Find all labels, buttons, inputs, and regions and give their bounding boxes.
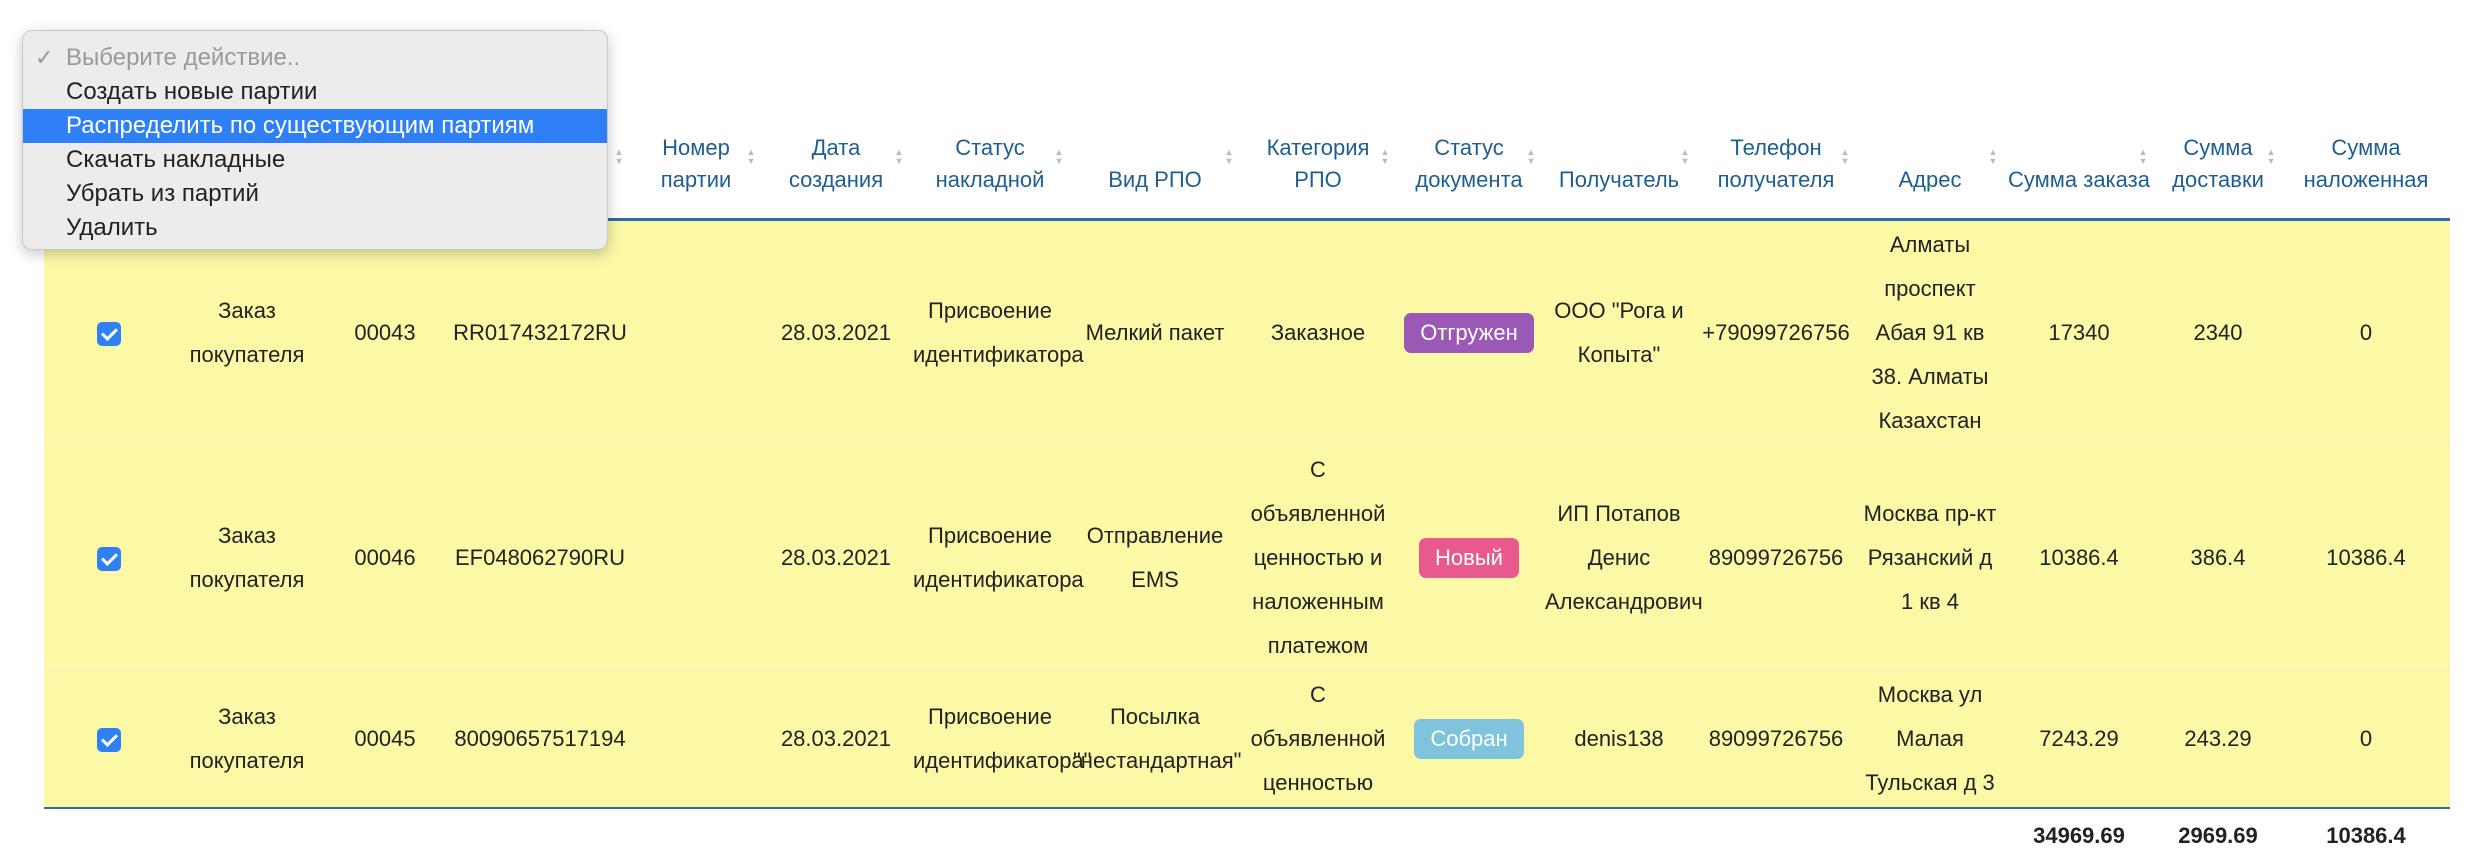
col-header-doc-status[interactable]: Статус документа▲▼ bbox=[1396, 0, 1542, 221]
option-create-batches[interactable]: Создать новые партии bbox=[66, 78, 318, 105]
col-header-delivery-sum[interactable]: Сумма доставки▲▼ bbox=[2154, 0, 2282, 221]
col-header-waybill-status[interactable]: Статус накладной▲▼ bbox=[910, 0, 1070, 221]
status-badge: Отгружен bbox=[1404, 313, 1534, 353]
order-sum-cell: 7243.29 bbox=[2004, 670, 2154, 809]
number-cell: 00043 bbox=[320, 219, 450, 446]
col-header-batch[interactable]: Номер партии▲▼ bbox=[630, 0, 762, 221]
doc-type-cell: Заказ покупателя bbox=[174, 670, 320, 809]
status-badge: Новый bbox=[1419, 538, 1519, 578]
batch-cell bbox=[630, 670, 762, 809]
track-cell: 80090657517194 bbox=[450, 670, 630, 809]
col-header-rpo-category[interactable]: Категория РПО▲▼ bbox=[1240, 0, 1396, 221]
sort-icon[interactable]: ▲▼ bbox=[2138, 147, 2148, 166]
option-distribute-batches[interactable]: Распределить по существующим партиям bbox=[23, 109, 607, 143]
col-header-address[interactable]: Адрес▲▼ bbox=[1856, 0, 2004, 221]
doc-type-cell: Заказ покупателя bbox=[174, 445, 320, 671]
row-select-cell[interactable] bbox=[44, 219, 174, 446]
dropdown-placeholder-option[interactable]: ✓ Выберите действие.. bbox=[23, 41, 607, 75]
doc-status-cell: Собран bbox=[1396, 670, 1542, 809]
sort-icon[interactable]: ▲▼ bbox=[1680, 147, 1690, 166]
row-checkbox[interactable] bbox=[97, 547, 121, 572]
track-cell: EF048062790RU bbox=[450, 445, 630, 671]
address-cell: Алматы проспект Абая 91 кв 38. Алматы Ка… bbox=[1856, 219, 2004, 446]
waybill-status-cell: Присвоение идентификатора bbox=[910, 219, 1084, 446]
recipient-cell: denis138 bbox=[1542, 670, 1696, 809]
track-cell: RR017432172RU bbox=[450, 219, 630, 446]
date-cell: 28.03.2021 bbox=[762, 219, 910, 446]
totals-row: 34969.69 2969.69 10386.4 bbox=[44, 808, 2450, 863]
option-remove-from-batches[interactable]: Убрать из партий bbox=[66, 180, 259, 207]
waybill-status-cell: Присвоение идентификатора" bbox=[910, 670, 1091, 809]
delivery-sum-cell: 386.4 bbox=[2154, 445, 2282, 671]
status-badge: Собран bbox=[1414, 719, 1524, 759]
number-cell: 00045 bbox=[320, 670, 450, 809]
col-header-date[interactable]: Дата создания▲▼ bbox=[762, 0, 910, 221]
phone-cell: +79099726756 bbox=[1696, 219, 1856, 446]
date-cell: 28.03.2021 bbox=[762, 670, 910, 809]
recipient-cell: ИП Потапов Денис Александрович bbox=[1542, 445, 1703, 671]
action-dropdown-menu[interactable]: ✓ Выберите действие.. Создать новые парт… bbox=[22, 30, 608, 250]
delivery-sum-cell: 243.29 bbox=[2154, 670, 2282, 809]
row-select-cell[interactable] bbox=[44, 445, 174, 671]
sort-icon[interactable]: ▲▼ bbox=[1526, 147, 1536, 166]
row-checkbox[interactable] bbox=[97, 322, 121, 347]
cod-sum-cell: 10386.4 bbox=[2282, 445, 2450, 671]
rpo-category-cell: С объявленной ценностью и наложенным пла… bbox=[1240, 445, 1396, 671]
col-header-rpo-type[interactable]: Вид РПО▲▼ bbox=[1070, 0, 1240, 221]
sort-icon[interactable]: ▲▼ bbox=[746, 147, 756, 166]
col-header-recipient[interactable]: Получатель▲▼ bbox=[1542, 0, 1696, 221]
rpo-type-cell: Мелкий пакет bbox=[1070, 219, 1240, 446]
col-header-cod-sum[interactable]: Сумма наложенная bbox=[2282, 0, 2450, 221]
phone-cell: 89099726756 bbox=[1696, 445, 1856, 671]
row-checkbox[interactable] bbox=[97, 728, 121, 753]
order-sum-cell: 17340 bbox=[2004, 219, 2154, 446]
option-delete[interactable]: Удалить bbox=[66, 214, 158, 241]
cod-sum-cell: 0 bbox=[2282, 670, 2450, 809]
rpo-category-cell: Заказное bbox=[1240, 219, 1396, 446]
sort-icon[interactable]: ▲▼ bbox=[1988, 147, 1998, 166]
address-cell: Москва ул Малая Тульская д 3 bbox=[1856, 670, 2004, 809]
batch-cell bbox=[630, 445, 762, 671]
doc-status-cell: Отгружен bbox=[1396, 219, 1542, 446]
doc-status-cell: Новый bbox=[1396, 445, 1542, 671]
total-cod-sum: 10386.4 bbox=[2282, 808, 2450, 863]
address-cell: Москва пр-кт Рязанский д 1 кв 4 bbox=[1856, 445, 2004, 671]
col-header-phone[interactable]: Телефон получателя▲▼ bbox=[1696, 0, 1856, 221]
row-select-cell[interactable] bbox=[44, 670, 174, 809]
rpo-type-cell: Отправление EMS bbox=[1070, 445, 1240, 671]
sort-icon[interactable]: ▲▼ bbox=[1224, 147, 1234, 166]
table-row[interactable]: Заказ покупателя 00046 EF048062790RU 28.… bbox=[44, 445, 2450, 671]
checkmark-icon: ✓ bbox=[35, 45, 54, 70]
waybill-status-cell: Присвоение идентификатора bbox=[910, 445, 1084, 671]
delivery-sum-cell: 2340 bbox=[2154, 219, 2282, 446]
table-row[interactable]: Заказ покупателя 00045 80090657517194 28… bbox=[44, 670, 2450, 809]
phone-cell: 89099726756 bbox=[1696, 670, 1856, 809]
number-cell: 00046 bbox=[320, 445, 450, 671]
rpo-category-cell: С объявленной ценностью bbox=[1240, 670, 1396, 809]
total-delivery-sum: 2969.69 bbox=[2154, 808, 2282, 863]
sort-icon[interactable]: ▲▼ bbox=[894, 147, 904, 166]
sort-icon[interactable]: ▲▼ bbox=[1840, 147, 1850, 166]
option-download-waybills[interactable]: Скачать накладные bbox=[66, 146, 286, 173]
doc-type-cell: Заказ покупателя bbox=[174, 219, 320, 446]
sort-icon[interactable]: ▲▼ bbox=[1054, 147, 1064, 166]
totals-spacer bbox=[44, 808, 2004, 863]
order-sum-cell: 10386.4 bbox=[2004, 445, 2154, 671]
rpo-type-cell: Посылка "нестандартная" bbox=[1070, 670, 1241, 809]
sort-icon[interactable]: ▲▼ bbox=[2266, 147, 2276, 166]
cod-sum-cell: 0 bbox=[2282, 219, 2450, 446]
batch-cell bbox=[630, 219, 762, 446]
date-cell: 28.03.2021 bbox=[762, 445, 910, 671]
sort-icon[interactable]: ▲▼ bbox=[614, 147, 624, 166]
total-order-sum: 34969.69 bbox=[2004, 808, 2154, 863]
table-row[interactable]: Заказ покупателя 00043 RR017432172RU 28.… bbox=[44, 219, 2450, 446]
recipient-cell: ООО "Рога и Копыта" bbox=[1542, 219, 1696, 446]
sort-icon[interactable]: ▲▼ bbox=[1380, 147, 1390, 166]
col-header-order-sum[interactable]: Сумма заказа▲▼ bbox=[2004, 0, 2154, 221]
